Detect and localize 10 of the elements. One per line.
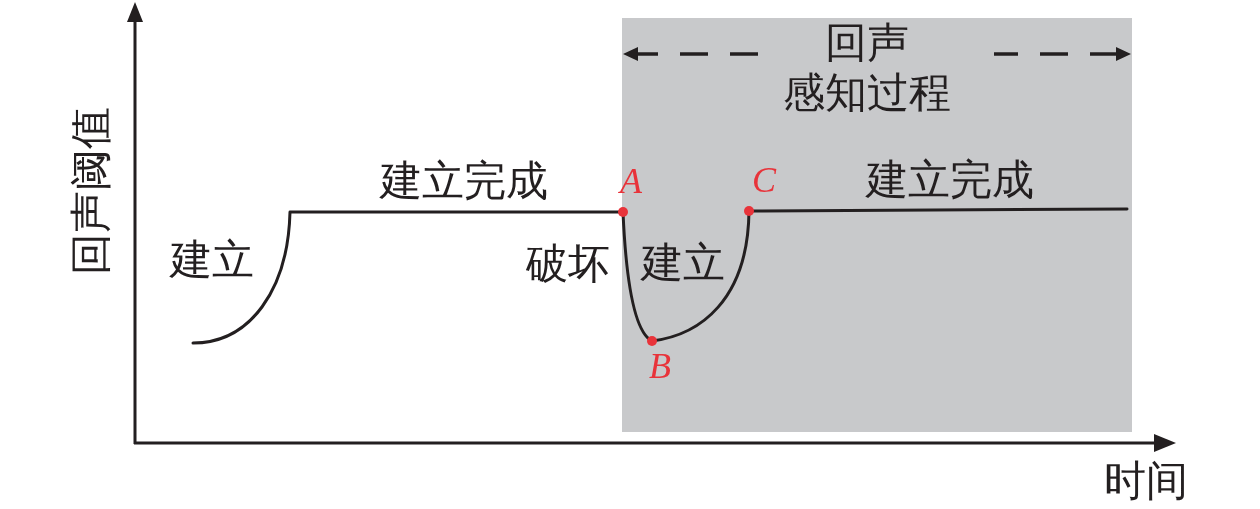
- axis-label: 时间: [1104, 460, 1188, 502]
- phase-label: 建立完成: [380, 160, 548, 202]
- axis-label: 回声阈值: [70, 107, 112, 275]
- point-label: B: [649, 348, 671, 384]
- phase-label: 建立完成: [866, 159, 1034, 201]
- point-label: A: [620, 163, 642, 199]
- phase-label: 建立: [641, 242, 725, 284]
- point-label: C: [752, 162, 776, 198]
- region-label: 回声感知过程: [782, 19, 952, 118]
- phase-label: 建立: [170, 239, 254, 281]
